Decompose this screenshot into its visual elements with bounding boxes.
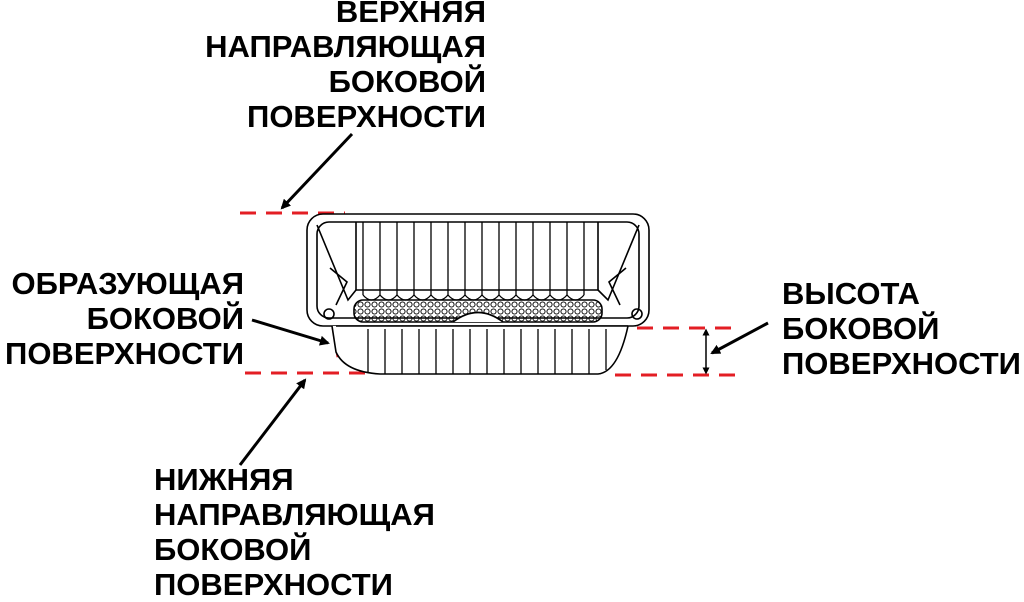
arrow-bottom-guide (238, 378, 307, 466)
tray-icon (306, 213, 650, 375)
label-line: БОКОВОЙ (328, 64, 486, 99)
label-top-guide: ВЕРХНЯЯ НАПРАВЛЯЮЩАЯ БОКОВОЙ ПОВЕРХНОСТИ (180, 0, 486, 134)
arrow-generatrix (251, 318, 330, 346)
label-line: БОКОВОЙ (154, 532, 312, 567)
label-bottom-guide: НИЖНЯЯ НАПРАВЛЯЮЩАЯ БОКОВОЙ ПОВЕРХНОСТИ (154, 462, 435, 602)
label-line: НИЖНЯЯ (154, 462, 294, 497)
tray-ribs-back (362, 222, 585, 301)
label-line: ПОВЕРХНОСТИ (154, 567, 393, 602)
label-line: ПОВЕРХНОСТИ (247, 99, 486, 134)
label-line: БОКОВОЙ (782, 311, 940, 346)
tray-ribs-front (367, 329, 607, 374)
label-line: НАПРАВЛЯЮЩАЯ (154, 497, 435, 532)
label-generatrix: ОБРАЗУЮЩАЯ БОКОВОЙ ПОВЕРХНОСТИ (0, 266, 244, 371)
label-line: ВЫСОТА (782, 276, 920, 311)
arrow-top-guide (280, 132, 354, 210)
label-line: ВЕРХНЯЯ (335, 0, 486, 29)
label-line: ОБРАЗУЮЩАЯ (11, 266, 245, 301)
label-line: ПОВЕРХНОСТИ (782, 346, 1021, 381)
label-height: ВЫСОТА БОКОВОЙ ПОВЕРХНОСТИ (782, 276, 1021, 381)
arrow-height (710, 321, 769, 355)
label-line: НАПРАВЛЯЮЩАЯ (205, 29, 486, 64)
height-guide-lines (615, 326, 740, 377)
label-line: БОКОВОЙ (86, 301, 244, 336)
label-line: ПОВЕРХНОСТИ (5, 336, 244, 371)
